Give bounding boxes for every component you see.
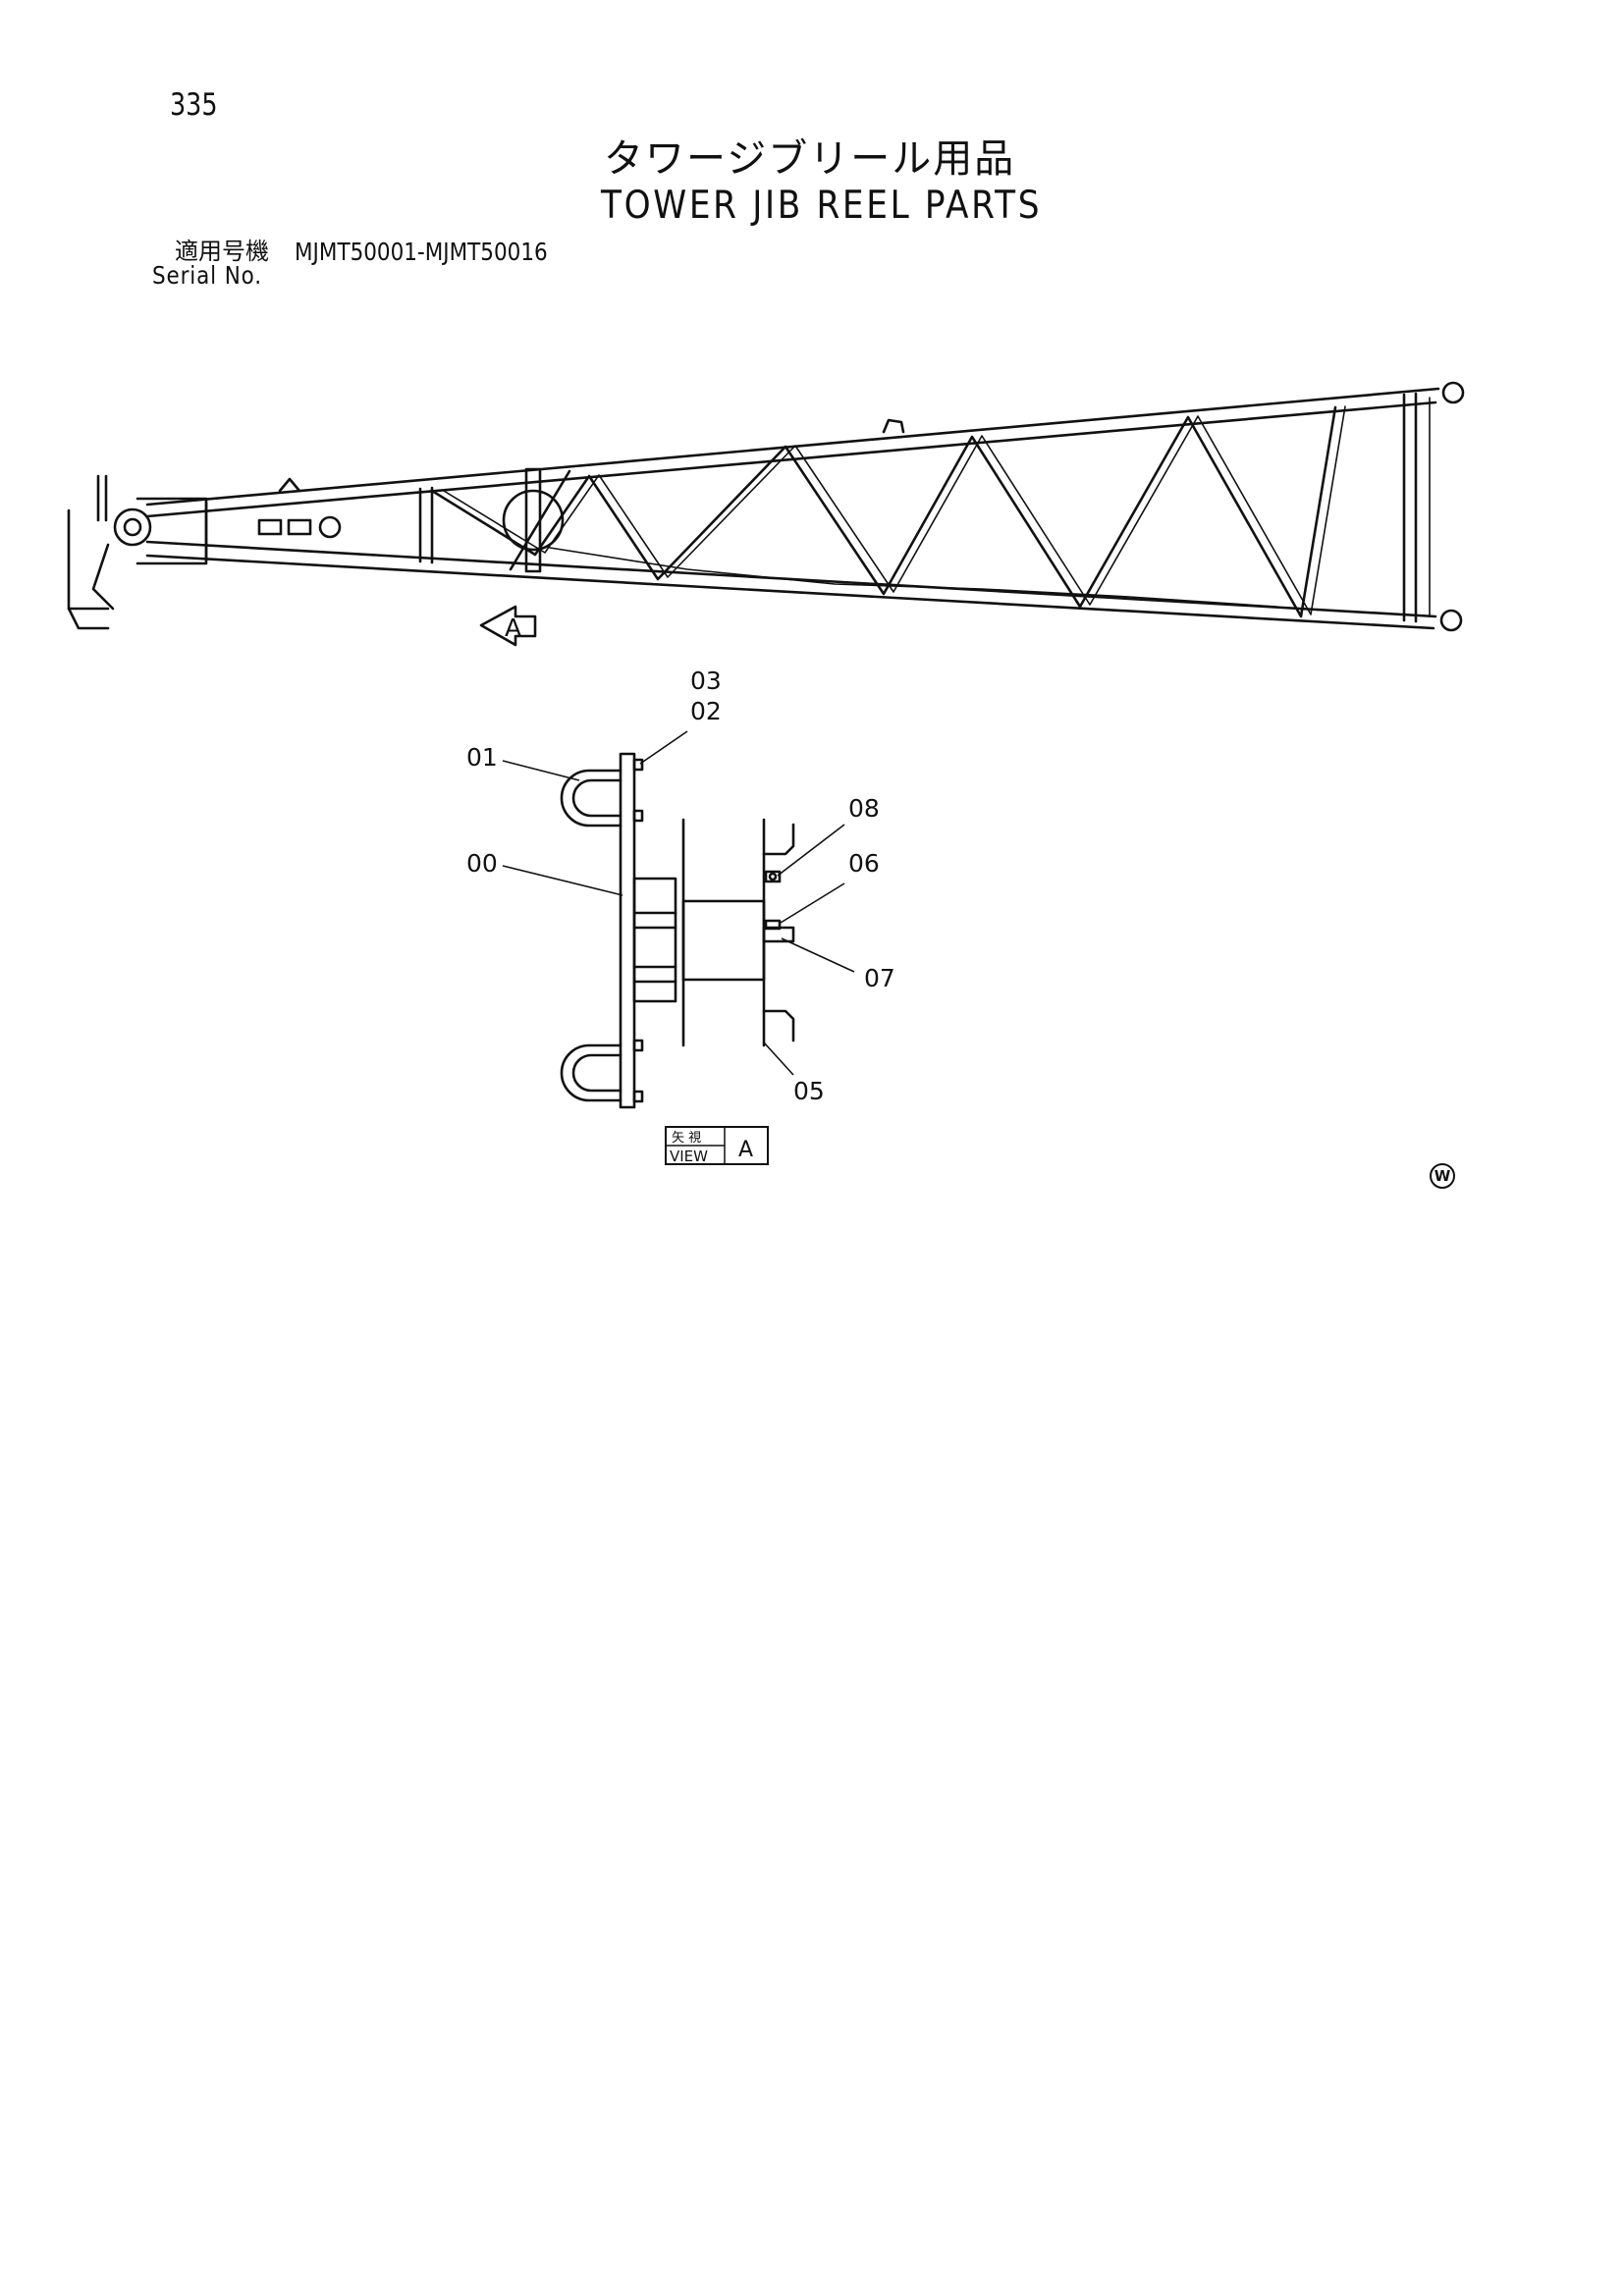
tower-jib-truss — [67, 381, 1465, 632]
serial-label-japanese: 適用号機 — [175, 238, 269, 265]
callout-00: 00 — [466, 849, 498, 878]
callout-02: 02 — [690, 697, 722, 725]
view-arrow-label: A — [505, 614, 521, 642]
callout-labels: 03 02 01 08 00 06 07 05 — [466, 667, 895, 1105]
title-english: TOWER JIB REEL PARTS — [601, 184, 1043, 228]
reel-detail — [560, 752, 795, 1109]
callout-07: 07 — [864, 964, 895, 992]
page-number: 335 — [170, 87, 218, 123]
title-japanese: タワージブリール用品 — [604, 136, 1016, 182]
callout-leaders — [502, 730, 855, 1076]
serial-label-english: Serial No. — [152, 261, 262, 290]
view-box-english: VIEW — [670, 1148, 708, 1165]
callout-06: 06 — [848, 849, 880, 878]
callout-01: 01 — [466, 743, 498, 772]
view-arrow-a: A — [479, 605, 537, 647]
callout-05: 05 — [793, 1077, 825, 1105]
view-box-japanese: 矢 視 — [672, 1131, 701, 1146]
view-box-letter: A — [738, 1138, 753, 1162]
view-box: 矢 視 VIEW A — [665, 1126, 769, 1165]
callout-08: 08 — [848, 794, 880, 823]
callout-03: 03 — [690, 667, 722, 695]
serial-value: MJMT50001-MJMT50016 — [295, 238, 548, 266]
watermark-logo: W — [1430, 1163, 1455, 1189]
